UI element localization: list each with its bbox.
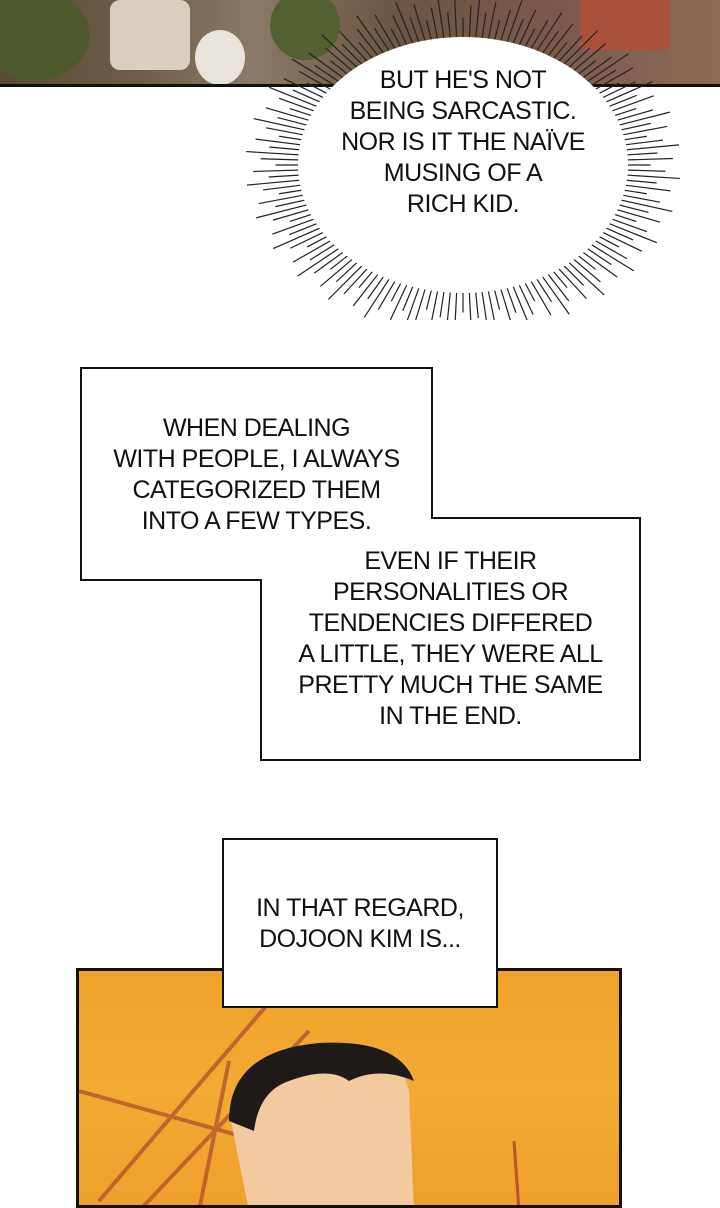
street-scene-panel [0, 0, 720, 87]
burst-bubble-text: BUT HE'S NOT BEING SARCASTIC. NOR IS IT … [300, 65, 626, 220]
text-line: EVEN IF THEIR [364, 547, 537, 575]
text-line: INTO A FEW TYPES. [141, 507, 372, 535]
text-line: MUSING OF A [383, 159, 543, 187]
burst-bubble [298, 37, 628, 293]
text-line: IN THE END. [379, 702, 522, 730]
text-line: TENDENCIES DIFFERED [308, 609, 593, 637]
text-line: WITH PEOPLE, I ALWAYS [113, 445, 400, 473]
text-line: IN THAT REGARD, [256, 894, 464, 922]
text-line: A LITTLE, THEY WERE ALL [298, 640, 603, 668]
text-line: PRETTY MUCH THE SAME [298, 671, 603, 699]
caption-2-text: EVEN IF THEIR PERSONALITIES OR TENDENCIE… [260, 546, 641, 732]
text-line: BEING SARCASTIC. [349, 97, 577, 125]
caption-box-3 [222, 838, 498, 1008]
caption-3-text: IN THAT REGARD, DOJOON KIM IS... [222, 893, 498, 955]
text-line: BUT HE'S NOT [379, 66, 547, 94]
sunset-character-panel [76, 968, 622, 1208]
text-line: WHEN DEALING [162, 414, 351, 442]
wall-illustration [110, 0, 190, 70]
trash-bag-illustration [195, 30, 245, 84]
text-line: NOR IS IT THE NAÏVE [341, 128, 585, 156]
text-line: PERSONALITIES OR [332, 578, 569, 606]
burst-bubble-lines [246, 0, 680, 320]
caption-1-text: WHEN DEALING WITH PEOPLE, I ALWAYS CATEG… [80, 413, 433, 537]
text-line: CATEGORIZED THEM [132, 476, 381, 504]
roof-illustration [580, 0, 670, 50]
text-line: DOJOON KIM IS... [259, 925, 461, 953]
text-line: RICH KID. [406, 190, 520, 218]
character-illustration [79, 989, 521, 1205]
